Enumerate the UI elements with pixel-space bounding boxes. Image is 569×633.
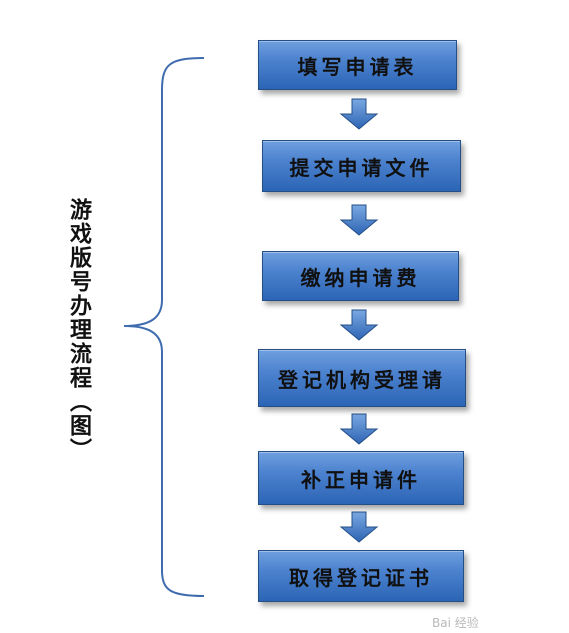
step-pay-fee: 缴纳申请费 [262, 251, 459, 301]
step-registration-acceptance: 登记机构受理请 [258, 349, 466, 407]
process-title: 游戏版号办理流程（图） [66, 198, 92, 462]
step-obtain-certificate: 取得登记证书 [258, 550, 464, 602]
step-fill-application: 填写申请表 [258, 40, 457, 90]
down-arrow-4 [339, 413, 379, 445]
left-brace [123, 57, 205, 597]
down-arrow-3 [339, 309, 379, 341]
down-arrow-5 [339, 511, 379, 543]
step-submit-documents: 提交申请文件 [262, 140, 461, 192]
watermark: Bai 经验 [432, 616, 479, 630]
down-arrow-2 [339, 204, 379, 236]
step-supplement-application: 补正申请件 [258, 451, 464, 505]
down-arrow-1 [339, 98, 379, 130]
